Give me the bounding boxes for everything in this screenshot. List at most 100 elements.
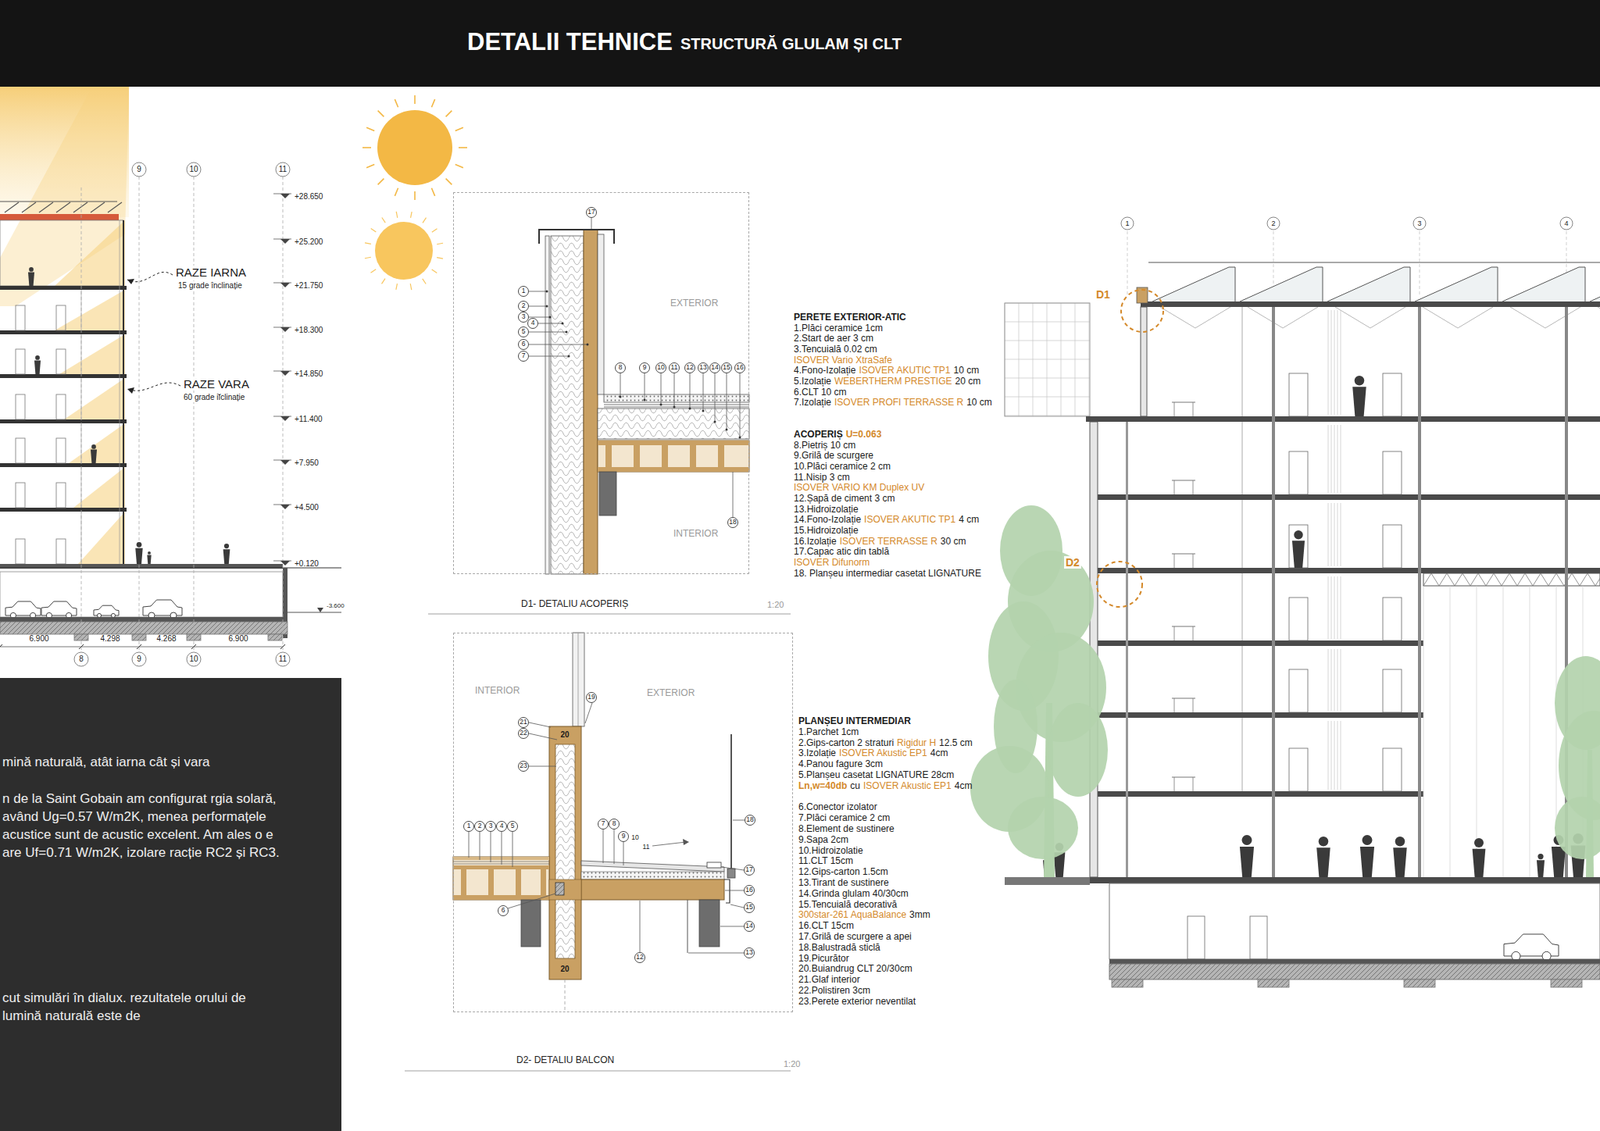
person-silhouette bbox=[1536, 860, 1545, 878]
callout-circle bbox=[496, 821, 508, 833]
callout-circle bbox=[728, 517, 739, 529]
leader-line bbox=[512, 832, 514, 868]
callout-number: 13 bbox=[699, 364, 707, 372]
curtain bbox=[1331, 649, 1333, 711]
callout-number: 17 bbox=[587, 208, 595, 217]
material-list-item: 9.Sapa 2cm bbox=[798, 835, 849, 847]
dimension: 20 bbox=[560, 964, 569, 975]
material-list-item: 4.Fono-Izolație bbox=[793, 365, 856, 377]
lignature-panel bbox=[597, 440, 750, 472]
callout-circle bbox=[744, 948, 755, 959]
sun-ray bbox=[431, 188, 435, 197]
axis-number: 11 bbox=[278, 164, 287, 175]
person-silhouette bbox=[147, 551, 151, 555]
person-silhouette bbox=[1395, 836, 1405, 847]
axis-number: 11 bbox=[278, 654, 287, 665]
elevation-triangle bbox=[280, 371, 290, 376]
roof-truss bbox=[1457, 307, 1493, 329]
tree-canopy bbox=[1007, 796, 1079, 860]
lignature-rib bbox=[661, 445, 668, 468]
sun-ray bbox=[446, 110, 453, 118]
pergola-line bbox=[1018, 303, 1020, 417]
partition bbox=[1242, 307, 1243, 417]
dimension: 4.268 bbox=[156, 634, 176, 644]
callout-circle bbox=[685, 363, 696, 374]
axis-number: 3 bbox=[1417, 219, 1422, 228]
leader-dot bbox=[549, 316, 552, 319]
glulam-beam bbox=[521, 900, 541, 947]
screed-layer bbox=[581, 871, 725, 880]
pv-panel bbox=[56, 202, 71, 213]
material-list-item: 4 cm bbox=[958, 514, 979, 526]
footing bbox=[1111, 979, 1143, 988]
leader-line bbox=[703, 373, 704, 411]
person-silhouette bbox=[1316, 847, 1330, 878]
ray-arrow bbox=[127, 271, 173, 282]
lignature-rib bbox=[605, 445, 612, 468]
leader-line bbox=[528, 722, 551, 728]
leader-line bbox=[714, 373, 716, 422]
partition bbox=[1242, 717, 1243, 792]
curtain bbox=[1334, 576, 1336, 640]
callout-number: 4 bbox=[500, 822, 504, 831]
material-list-item: 2.Start de aer 3 cm bbox=[793, 333, 874, 345]
callout-circle bbox=[186, 162, 201, 177]
door bbox=[56, 349, 66, 375]
sun-ray bbox=[362, 146, 372, 149]
leader-line bbox=[468, 832, 470, 858]
column bbox=[1417, 307, 1422, 878]
curtain bbox=[1334, 425, 1336, 493]
material-list-item: ISOVER Vario XtraSafe bbox=[793, 355, 893, 367]
roof-truss bbox=[1247, 307, 1283, 329]
floor-slab bbox=[1089, 494, 1600, 500]
pergola-line bbox=[1089, 303, 1090, 417]
floor-slab bbox=[1089, 712, 1424, 718]
callout-circle bbox=[639, 363, 650, 374]
callout-circle bbox=[518, 351, 529, 362]
table-leg bbox=[1174, 626, 1175, 641]
foundation bbox=[0, 621, 288, 635]
material-list-item: 14.Fono-Izolație bbox=[793, 514, 861, 526]
axis-line bbox=[282, 176, 284, 653]
glazing-line bbox=[578, 632, 579, 727]
material-list-item: 9.Grilă de scurgere bbox=[793, 450, 874, 462]
material-list-item: Ln,w=40db bbox=[798, 781, 847, 793]
material-list-item: 12.5 cm bbox=[939, 738, 973, 750]
pv-frame bbox=[0, 201, 118, 203]
callout-circle bbox=[485, 821, 497, 833]
door bbox=[1250, 916, 1268, 960]
table-leg bbox=[1174, 480, 1175, 495]
layer-line bbox=[453, 864, 550, 865]
flashing bbox=[597, 234, 604, 395]
footing bbox=[267, 634, 283, 641]
sun-ray bbox=[396, 283, 398, 290]
material-list-item: 7.Izolație bbox=[793, 397, 832, 409]
callout-circle bbox=[721, 363, 733, 374]
roof-truss bbox=[1422, 307, 1458, 329]
callout-number: 10 bbox=[657, 364, 665, 372]
roof-slab bbox=[1140, 301, 1600, 308]
elevation-triangle bbox=[280, 416, 290, 422]
person-silhouette bbox=[1392, 847, 1407, 878]
curtain bbox=[1340, 649, 1342, 711]
roof-truss bbox=[1370, 307, 1406, 329]
leader-line bbox=[585, 703, 593, 724]
detail-caption: D2- DETALIU BALCON bbox=[516, 1055, 615, 1067]
person-silhouette bbox=[1239, 846, 1254, 878]
door bbox=[15, 539, 25, 565]
sun-ray bbox=[371, 228, 377, 233]
atrium-truss bbox=[1423, 573, 1600, 586]
leader-line bbox=[528, 766, 557, 768]
pergola-frame bbox=[1004, 303, 1090, 417]
roof-truss bbox=[1195, 307, 1231, 329]
sun-ray bbox=[414, 95, 416, 104]
material-list-item: 13.Tirant de sustinere bbox=[798, 878, 890, 890]
callout-number: 8 bbox=[618, 364, 623, 372]
leader-line bbox=[591, 217, 593, 229]
callout-number: 1 bbox=[467, 822, 472, 831]
material-list-item: cu bbox=[850, 781, 861, 793]
ground-line bbox=[287, 612, 342, 614]
leader-line bbox=[726, 373, 728, 430]
material-list-item: 5.Planșeu casetat LIGNATURE 28cm bbox=[798, 770, 954, 782]
person-silhouette bbox=[1472, 849, 1486, 878]
